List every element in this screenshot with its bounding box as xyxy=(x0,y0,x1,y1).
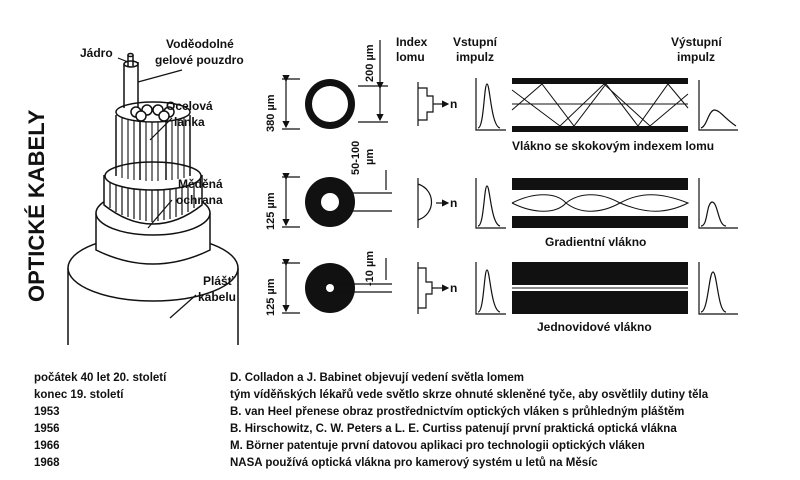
dim-outer: 380 µm xyxy=(265,94,277,132)
label-steel-line2: lanka xyxy=(174,115,205,129)
fiber-caption: Vlákno se skokovým indexem lomu xyxy=(512,139,714,153)
index-n-label: n xyxy=(450,196,457,210)
timeline-row: konec 19. století tým víděňských lékařů … xyxy=(34,387,794,404)
timeline-row: 1966 M. Börner patentuje první datovou a… xyxy=(34,438,794,455)
label-jacket-line2: kabelu xyxy=(198,290,236,304)
timeline-date: 1956 xyxy=(34,423,60,435)
dim-outer: 125 µm xyxy=(265,278,277,316)
dim-outer: 125 µm xyxy=(265,192,277,230)
header-index-line1: Index xyxy=(396,35,428,49)
gel-tube xyxy=(123,62,139,108)
fiber-core xyxy=(127,55,134,66)
timeline-event: M. Börner patentuje první datovou aplika… xyxy=(230,440,645,452)
timeline-row: 1956 B. Hirschowitz, C. W. Peters a L. E… xyxy=(34,421,794,438)
timeline-date: počátek 40 let 20. století xyxy=(34,372,167,384)
timeline-event: B. Hirschowitz, C. W. Peters a L. E. Cur… xyxy=(230,423,677,435)
fiber-row-step-index: 380 µm 200 µm n Vlákno se skokovým index… xyxy=(265,40,738,153)
header-input-line2: impulz xyxy=(456,50,494,64)
fiber-row-graded-index: 125 µm 50-100 µm n Gradientní vlákno xyxy=(265,141,738,249)
dim-inner-line2: µm xyxy=(364,149,376,165)
timeline-event: B. van Heel přenese obraz prostřednictví… xyxy=(230,406,685,418)
timeline-date: 1968 xyxy=(34,457,60,469)
ray-path xyxy=(511,83,689,127)
dim-inner-line1: 50-100 xyxy=(350,141,362,175)
timeline-date: konec 19. století xyxy=(34,389,124,401)
index-n-label: n xyxy=(450,281,457,295)
timeline-event: tým víděňských lékařů vede světlo skrze … xyxy=(230,389,709,401)
ray-path xyxy=(511,194,690,212)
page-title: OPTICKÉ KABELY xyxy=(24,109,49,302)
dim-inner: 200 µm xyxy=(364,44,376,82)
timeline-row: 1968 NASA používá optická vlákna pro kam… xyxy=(34,455,794,472)
label-steel-line1: Ocelová xyxy=(166,99,213,113)
cross-section-inner xyxy=(312,86,348,122)
cable-callouts xyxy=(117,57,197,319)
timeline-row: počátek 40 let 20. století D. Colladon a… xyxy=(34,370,794,387)
dim-inner: -10 µm xyxy=(364,251,376,286)
header-output-line2: impulz xyxy=(677,50,715,64)
label-core: Jádro xyxy=(80,46,113,60)
fiber-row-single-mode: 125 µm -10 µm n Jednovidové vlákno xyxy=(265,251,738,334)
timeline-row: 1953 B. van Heel přenese obraz prostředn… xyxy=(34,404,794,421)
timeline-date: 1953 xyxy=(34,406,60,418)
fiber-caption: Gradientní vlákno xyxy=(545,235,646,249)
header-output-line1: Výstupní xyxy=(671,35,722,49)
label-copper-line1: Měděná xyxy=(178,177,223,191)
cable-jacket xyxy=(67,268,239,345)
timeline-event: NASA používá optická vlákna pro kamerový… xyxy=(230,457,598,469)
label-copper-line2: ochrana xyxy=(176,193,223,207)
label-jacket-line1: Plášť xyxy=(203,274,234,288)
label-gel-line2: gelové pouzdro xyxy=(155,53,244,67)
fiber-caption: Jednovidové vlákno xyxy=(537,320,652,334)
timeline: počátek 40 let 20. století D. Colladon a… xyxy=(34,370,794,472)
index-n-label: n xyxy=(450,97,457,111)
cable-illustration xyxy=(67,52,239,345)
timeline-date: 1966 xyxy=(34,440,60,452)
timeline-event: D. Colladon a J. Babinet objevují vedení… xyxy=(230,372,524,384)
header-index-line2: lomu xyxy=(396,50,425,64)
header-input-line1: Vstupní xyxy=(453,35,498,49)
label-gel-line1: Voděodolné xyxy=(166,37,234,51)
